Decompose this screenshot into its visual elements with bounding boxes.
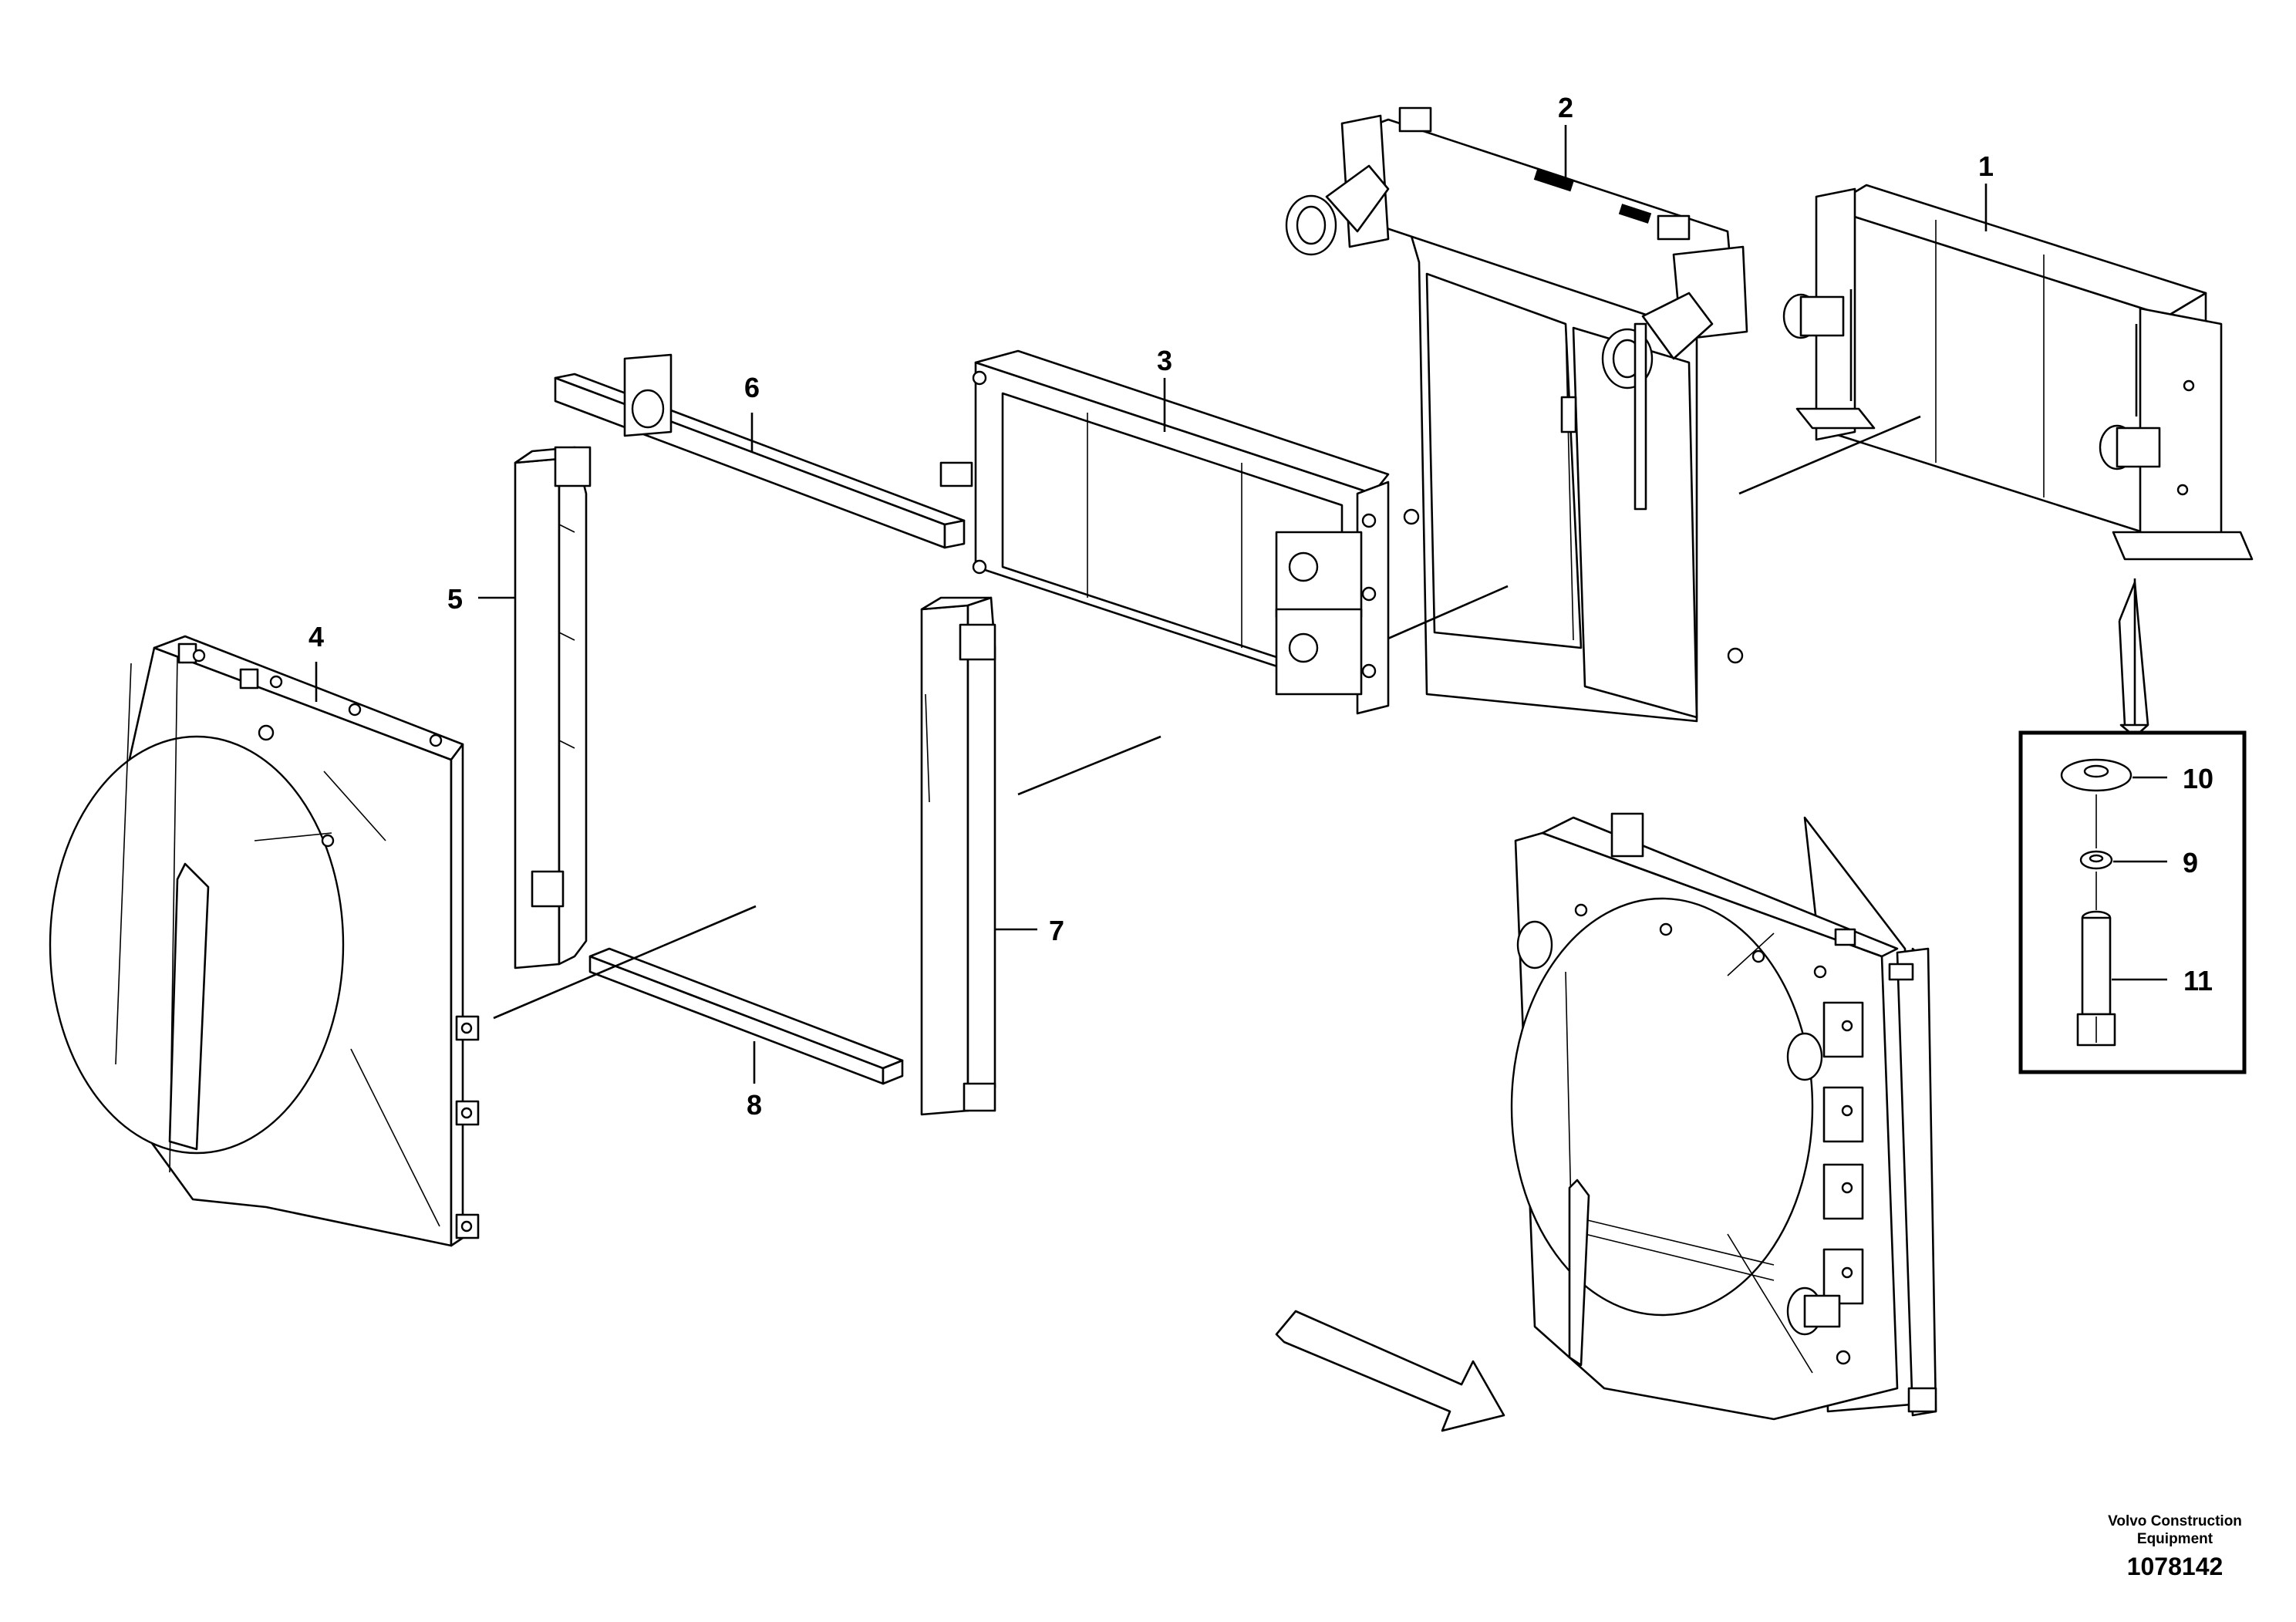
callout-9: 9: [2183, 847, 2198, 878]
explode-line-8: [493, 905, 757, 1020]
callout-2: 2: [1558, 92, 1573, 123]
brand-line-1: Volvo Construction: [2108, 1513, 2242, 1529]
callout-4: 4: [308, 621, 324, 653]
part-1-cooler[interactable]: [1782, 184, 2254, 561]
part-4-fan-shroud[interactable]: [49, 635, 480, 1247]
detail-leader-2: [2118, 582, 2136, 622]
explode-line-3: [1017, 735, 1161, 796]
part-3-radiator[interactable]: [939, 349, 1390, 715]
bolt-11: [2076, 910, 2116, 1047]
part-2-charge-air-cooler[interactable]: [1285, 106, 1748, 723]
explode-line-2: [1384, 585, 1509, 642]
part-8-bottom-seal[interactable]: [588, 947, 904, 1085]
callout-1: 1: [1978, 150, 1994, 182]
detail-leader-4: [2133, 582, 2149, 726]
mounting-hardware-detail[interactable]: [2018, 730, 2247, 1074]
brand-line-2: Equipment: [2137, 1531, 2213, 1547]
explode-line-1: [1738, 415, 1921, 495]
part-6-top-seal[interactable]: [554, 353, 966, 549]
callout-6: 6: [744, 372, 760, 403]
part-7-right-seal[interactable]: [920, 596, 996, 1116]
callout-8: 8: [747, 1089, 762, 1121]
part-5-left-seal[interactable]: [514, 446, 592, 969]
callout-10: 10: [2183, 763, 2213, 794]
callout-7: 7: [1049, 915, 1064, 946]
callout-11: 11: [2183, 965, 2213, 996]
direction-arrow: [1275, 1310, 1505, 1432]
callout-5: 5: [447, 583, 463, 615]
callout-3: 3: [1157, 345, 1172, 376]
drawing-number: 1078142: [2127, 1553, 2224, 1580]
assembled-cooling-package[interactable]: [1510, 812, 1937, 1421]
detail-leader-3: [2118, 620, 2126, 726]
